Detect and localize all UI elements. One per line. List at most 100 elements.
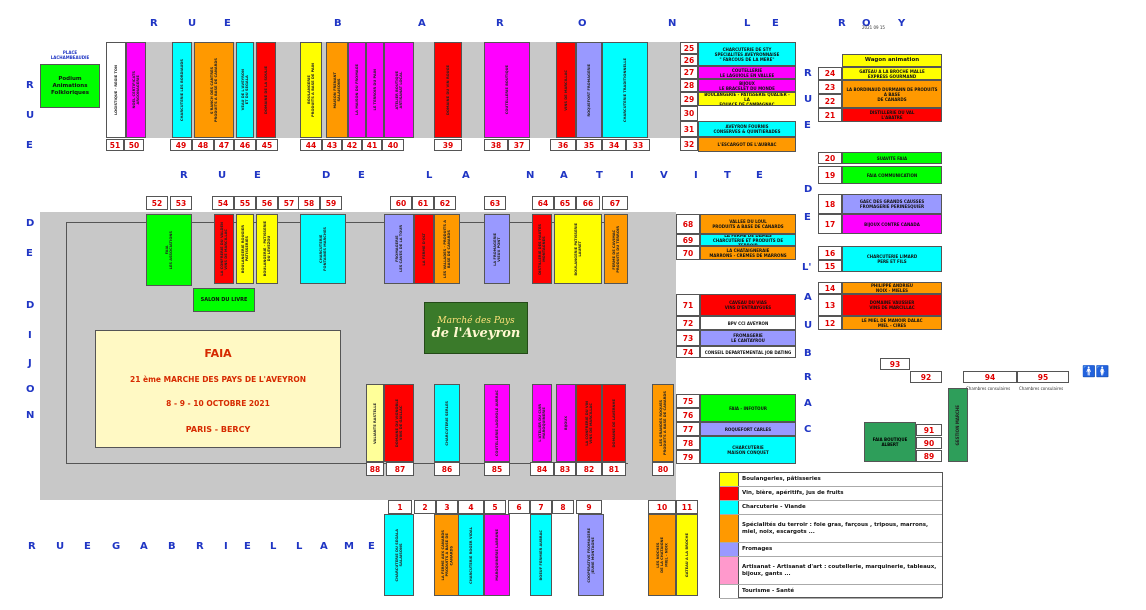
street-letter: E (804, 120, 811, 131)
legend-row: Spécialités du terroir : foie gras, farç… (720, 515, 942, 543)
stall-label: NOEL CERTIFICATS ARGONAGERIE (131, 71, 140, 109)
street-letter: U (804, 320, 813, 331)
stall-number: 88 (366, 462, 384, 476)
street-letter: R (180, 170, 188, 181)
street-letter: L (426, 170, 433, 181)
stall-number: 7 (530, 500, 552, 514)
stall-number: 29 (680, 92, 698, 106)
stall-number: 15 (818, 260, 842, 272)
stall-number: 57 (278, 196, 300, 210)
street-letter: U (188, 18, 197, 29)
street-letter: T (596, 170, 603, 181)
legend-label: Boulangeries, pâtisseries (742, 476, 821, 482)
stall-label: BOULANGERIE PATISSERIE LAURET (573, 222, 582, 276)
stall-label: LA CHATAIGNERAIE MARRONS - CREMES DE MAR… (709, 248, 787, 258)
far-right-stall: CHARCUTERIE LIMARD PERE ET FILS (842, 246, 942, 272)
stall-label: VEAU DE L'AVEYRON ET DU SEGALA (240, 69, 249, 111)
stall-number: 91 (916, 424, 942, 436)
street-letter: I (224, 541, 228, 552)
street-letter: O (862, 18, 871, 29)
stall-label: MAISON FRENANT SALAISONS (332, 71, 341, 109)
stall-label: LOGISTIQUE - REGIE TON (113, 64, 118, 116)
street-letter: R (26, 80, 34, 91)
stall-label: LA MAISON DU FROMAGE (354, 64, 359, 116)
stall-label: DOMAINE DU VIN ROUGE (445, 64, 450, 116)
mid-right-stall: VALLEE DU LOUL PRODUITS A BASE DE CANARD… (700, 214, 796, 234)
stall-number: 90 (916, 437, 942, 449)
inner-bottom-stall: BIJOUX (556, 384, 576, 462)
inner-bottom-stall: COUTELLERIE LAGUIOLE AUBRAC (484, 384, 510, 462)
faia-info-box: FAIA 21 ème MARCHE DES PAYS DE L'AVEYRON… (95, 330, 341, 448)
stall-number: 78 (676, 436, 700, 450)
stall-number: 4 (458, 500, 484, 514)
far-right-stall: DISTILLERIE DU VAL L'ABATRE (842, 108, 942, 122)
street-letter: L (270, 541, 277, 552)
street-letter: E (772, 18, 779, 29)
street-letter: U (218, 170, 227, 181)
stall-number: 10 (648, 500, 676, 514)
street-letter: A (804, 292, 812, 303)
stall-label: FROMAGERIE LES CAVES DE LA TOUR (394, 225, 403, 273)
street-letter: Y (898, 18, 906, 29)
stall-number: 20 (818, 152, 842, 164)
stall-label: CHARCUTERIE TRADITIONNELLE (622, 57, 627, 123)
street-letter: N (668, 18, 677, 29)
stall-label: CHARCUTERIE LES BORDIAUDS (179, 58, 184, 122)
stall-label: LA CONFRERIE DU VALDEN VINS DE MARCILLAC (219, 222, 228, 276)
stall-number: 8 (552, 500, 574, 514)
street-letter: E (368, 541, 375, 552)
stall-number: 92 (910, 371, 942, 383)
inner-bottom-stall: CHARCUTERIE SERLES (434, 384, 460, 462)
street-letter: R (496, 18, 504, 29)
top-stall: DOMAINE DE LA SOULIE (256, 42, 276, 138)
top-stall: S'RANCH DES CANTRES PRODUITS A BASE DE C… (194, 42, 234, 138)
stall-number: 76 (676, 408, 700, 422)
stall-number: 16 (818, 246, 842, 260)
stall-label: L'ESCARGOT DE L'AUBRAC (717, 142, 777, 147)
right-stall: L'ESCARGOT DE L'AUBRAC (698, 137, 796, 152)
stall-number: 44 (300, 139, 322, 151)
street-letter: B (334, 18, 342, 29)
street-letter: R (838, 18, 846, 29)
stall-number: 27 (680, 66, 698, 79)
stall-label: BIJOUX (563, 415, 568, 431)
top-stall: LA MAISON DU FROMAGE (348, 42, 366, 138)
stall-number: 22 (818, 94, 842, 108)
mid-right-stall: CAVEAU DU VIAS VINS D'ENTRAYGUES (700, 294, 796, 316)
street-letter: E (224, 18, 231, 29)
wagon-animation: Wagon animation (842, 54, 942, 67)
stall-number: 64 (532, 196, 554, 210)
stall-number: 49 (170, 139, 192, 151)
street-letter: A (804, 398, 812, 409)
legend-label: Tourisme - Santé (742, 588, 795, 594)
far-right-stall: BIJOUX CONTRE CANADA (842, 214, 942, 234)
right-lower-stall: FAIA - INFOTOUR (700, 394, 796, 422)
stall-number: 70 (676, 246, 700, 260)
stall-number: 26 (680, 54, 698, 66)
far-right-stall: LE MIEL DE MANOIR DALAC MIEL - CIRES (842, 316, 942, 330)
bottom-stall: BOEUF FERMIER AUBRAC (530, 514, 552, 596)
right-stall: BIJOUX LE BRACELET DU MONDE (698, 79, 796, 92)
top-stall: CHARCUTERIE TRADITIONNELLE (602, 42, 648, 138)
stall-label: BOEUF FERMIER AUBRAC (538, 529, 543, 581)
stall-number: 12 (818, 316, 842, 330)
street-letter: I (28, 330, 32, 341)
street-letter: E (756, 170, 763, 181)
stall-label: CHARCUTERIE ROGER VIDAL (468, 526, 473, 584)
stall-label: BOULANGERIE PRODUITS A BASE DE PAIN (306, 63, 315, 117)
street-letter: E (804, 212, 811, 223)
stall-number: 34 (602, 139, 626, 151)
street-letter: L' (802, 262, 812, 273)
stall-number: 89 (916, 450, 942, 462)
stall-number: 36 (550, 139, 576, 151)
street-letter: E (84, 541, 91, 552)
stall-label: VINS DE MARCILLAC (563, 69, 568, 111)
top-stall: CHARCUTERIE LES BORDIAUDS (172, 42, 192, 138)
nativite-stall: BOULANGERIE ROUGIER PATISSERIES (236, 214, 254, 284)
stall-number: 41 (362, 139, 382, 151)
stall-number: 53 (170, 196, 192, 210)
stall-number: 73 (676, 330, 700, 346)
inner-bottom-stall: VALIANTE RASTELLE (366, 384, 384, 462)
stall-number: 37 (508, 139, 530, 151)
stall-label: LA CONFRERIE DU VIN VINS DE MARCILLAC (584, 400, 593, 446)
